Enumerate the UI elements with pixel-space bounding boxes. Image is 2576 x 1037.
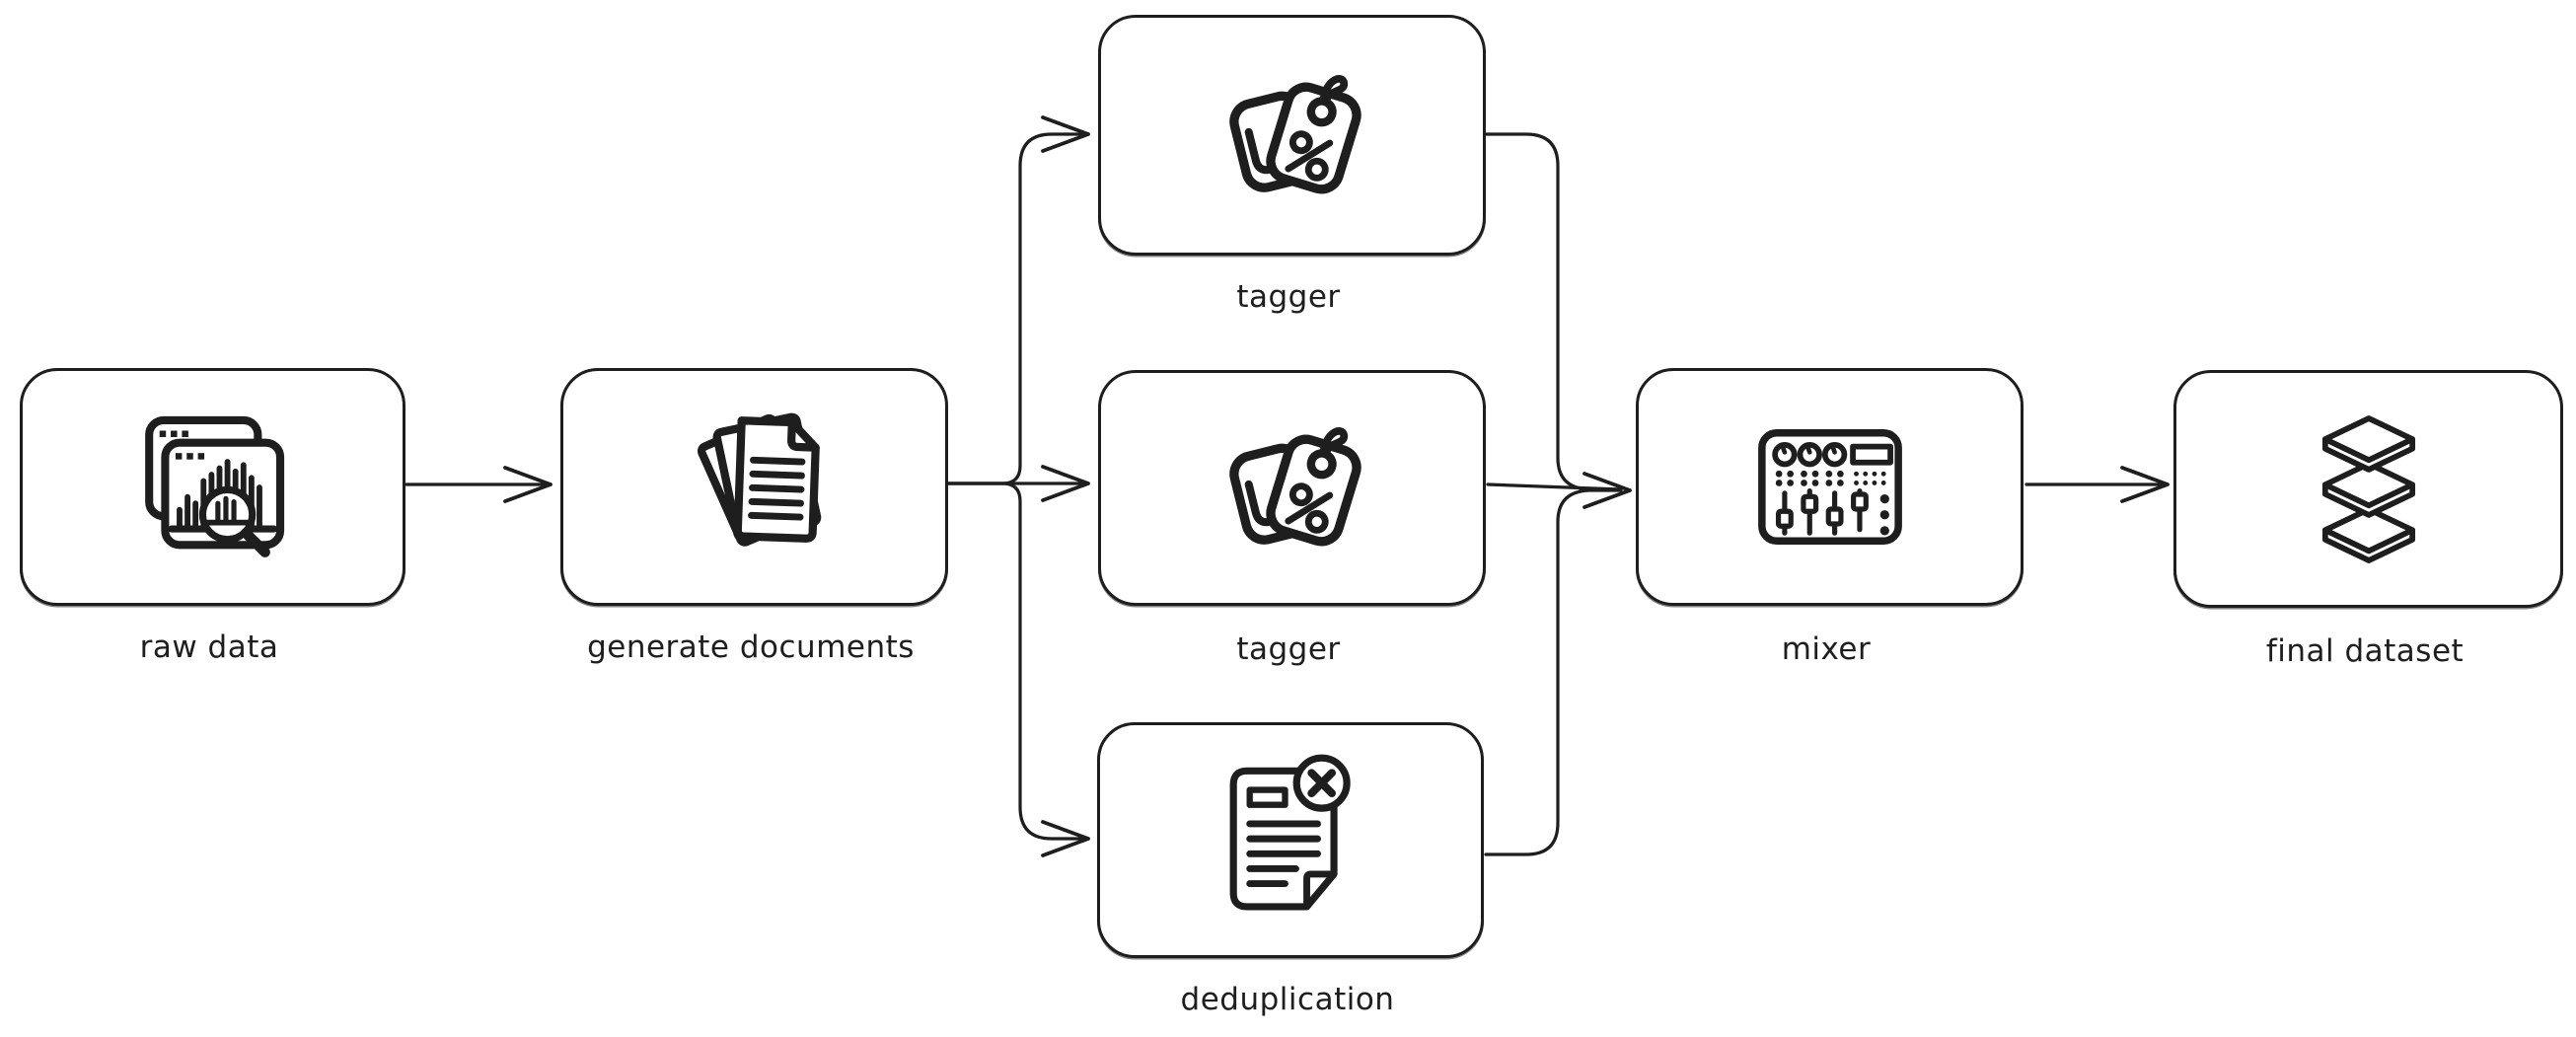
node-final-dataset: [2173, 370, 2563, 608]
arrowhead: [1041, 820, 1090, 857]
node-tagger-top: [1098, 15, 1486, 256]
node-generate-documents: [560, 368, 948, 606]
edge-taggertop-mixer: [1484, 132, 1623, 492]
price-tags-icon: [1215, 411, 1368, 564]
node-label-raw-data: raw data: [139, 630, 279, 665]
arrowhead: [1041, 465, 1090, 502]
price-tags-icon: [1215, 59, 1368, 212]
arrowhead: [1041, 115, 1090, 153]
node-raw-data: [20, 368, 405, 606]
document-delete-icon: [1222, 752, 1359, 928]
arrowhead: [503, 466, 552, 503]
chart-magnifier-icon: [133, 407, 293, 567]
documents-stack-icon: [673, 406, 836, 568]
edge-generate-taggertop: [945, 132, 1083, 485]
mixing-console-icon: [1756, 427, 1904, 547]
arrowhead: [2120, 466, 2170, 503]
node-deduplication: [1097, 722, 1484, 958]
node-label-generate-documents: generate documents: [587, 630, 915, 665]
layers-stack-icon: [2321, 414, 2416, 564]
node-tagger-middle: [1098, 370, 1486, 606]
node-label-final-dataset: final dataset: [2265, 633, 2465, 669]
node-mixer: [1636, 368, 2024, 606]
node-label-mixer: mixer: [1781, 631, 1872, 667]
node-label-deduplication: deduplication: [1180, 982, 1395, 1017]
arrowhead: [1582, 472, 1632, 509]
node-label-tagger-middle: tagger: [1236, 631, 1341, 667]
node-label-tagger-top: tagger: [1236, 279, 1341, 315]
edge-generate-deduplication: [945, 481, 1083, 841]
edge-deduplication-mixer: [1484, 488, 1623, 856]
edge-taggermiddle-mixer: [1486, 482, 1623, 491]
